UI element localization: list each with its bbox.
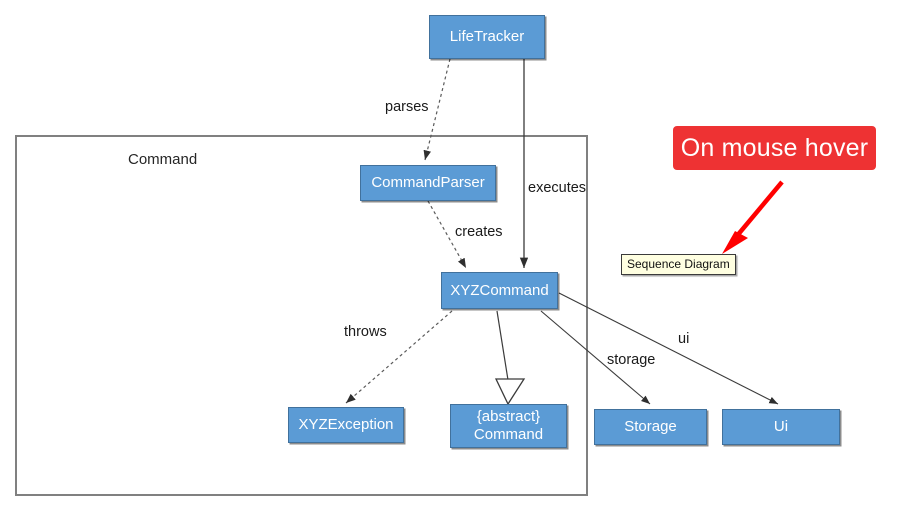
- class-box-ui[interactable]: Ui: [722, 409, 840, 445]
- class-label-lifetracker: LifeTracker: [449, 28, 525, 46]
- class-box-abstract-command[interactable]: {abstract} Command: [450, 404, 567, 448]
- package-command-label: Command: [128, 151, 198, 168]
- class-box-storage[interactable]: Storage: [594, 409, 707, 445]
- edge-label-throws: throws: [344, 324, 387, 340]
- edge-label-creates: creates: [455, 224, 503, 240]
- on-mouse-hover-callout: On mouse hover: [673, 126, 876, 170]
- class-label-xyzcommand: XYZCommand: [450, 281, 549, 299]
- class-label-xyzexception: XYZException: [298, 416, 394, 434]
- class-stereotype-abstract: {abstract}: [476, 408, 541, 426]
- class-box-lifetracker[interactable]: LifeTracker: [429, 15, 545, 59]
- class-label-commandparser: CommandParser: [371, 174, 485, 192]
- class-box-commandparser[interactable]: CommandParser: [360, 165, 496, 201]
- sequence-diagram-tooltip: Sequence Diagram: [621, 254, 736, 275]
- class-box-xyzexception[interactable]: XYZException: [288, 407, 404, 443]
- edge-label-storage: storage: [607, 352, 656, 368]
- class-label-ui: Ui: [773, 418, 789, 436]
- edge-label-executes: executes: [528, 180, 587, 196]
- edge-label-ui: ui: [678, 331, 690, 347]
- class-label-command: Command: [473, 426, 544, 443]
- class-box-xyzcommand[interactable]: XYZCommand: [441, 272, 558, 309]
- class-label-storage: Storage: [624, 418, 677, 436]
- red-pointer-arrow: [722, 180, 784, 254]
- edge-label-parses: parses: [385, 99, 429, 115]
- edge-ui: [558, 292, 779, 405]
